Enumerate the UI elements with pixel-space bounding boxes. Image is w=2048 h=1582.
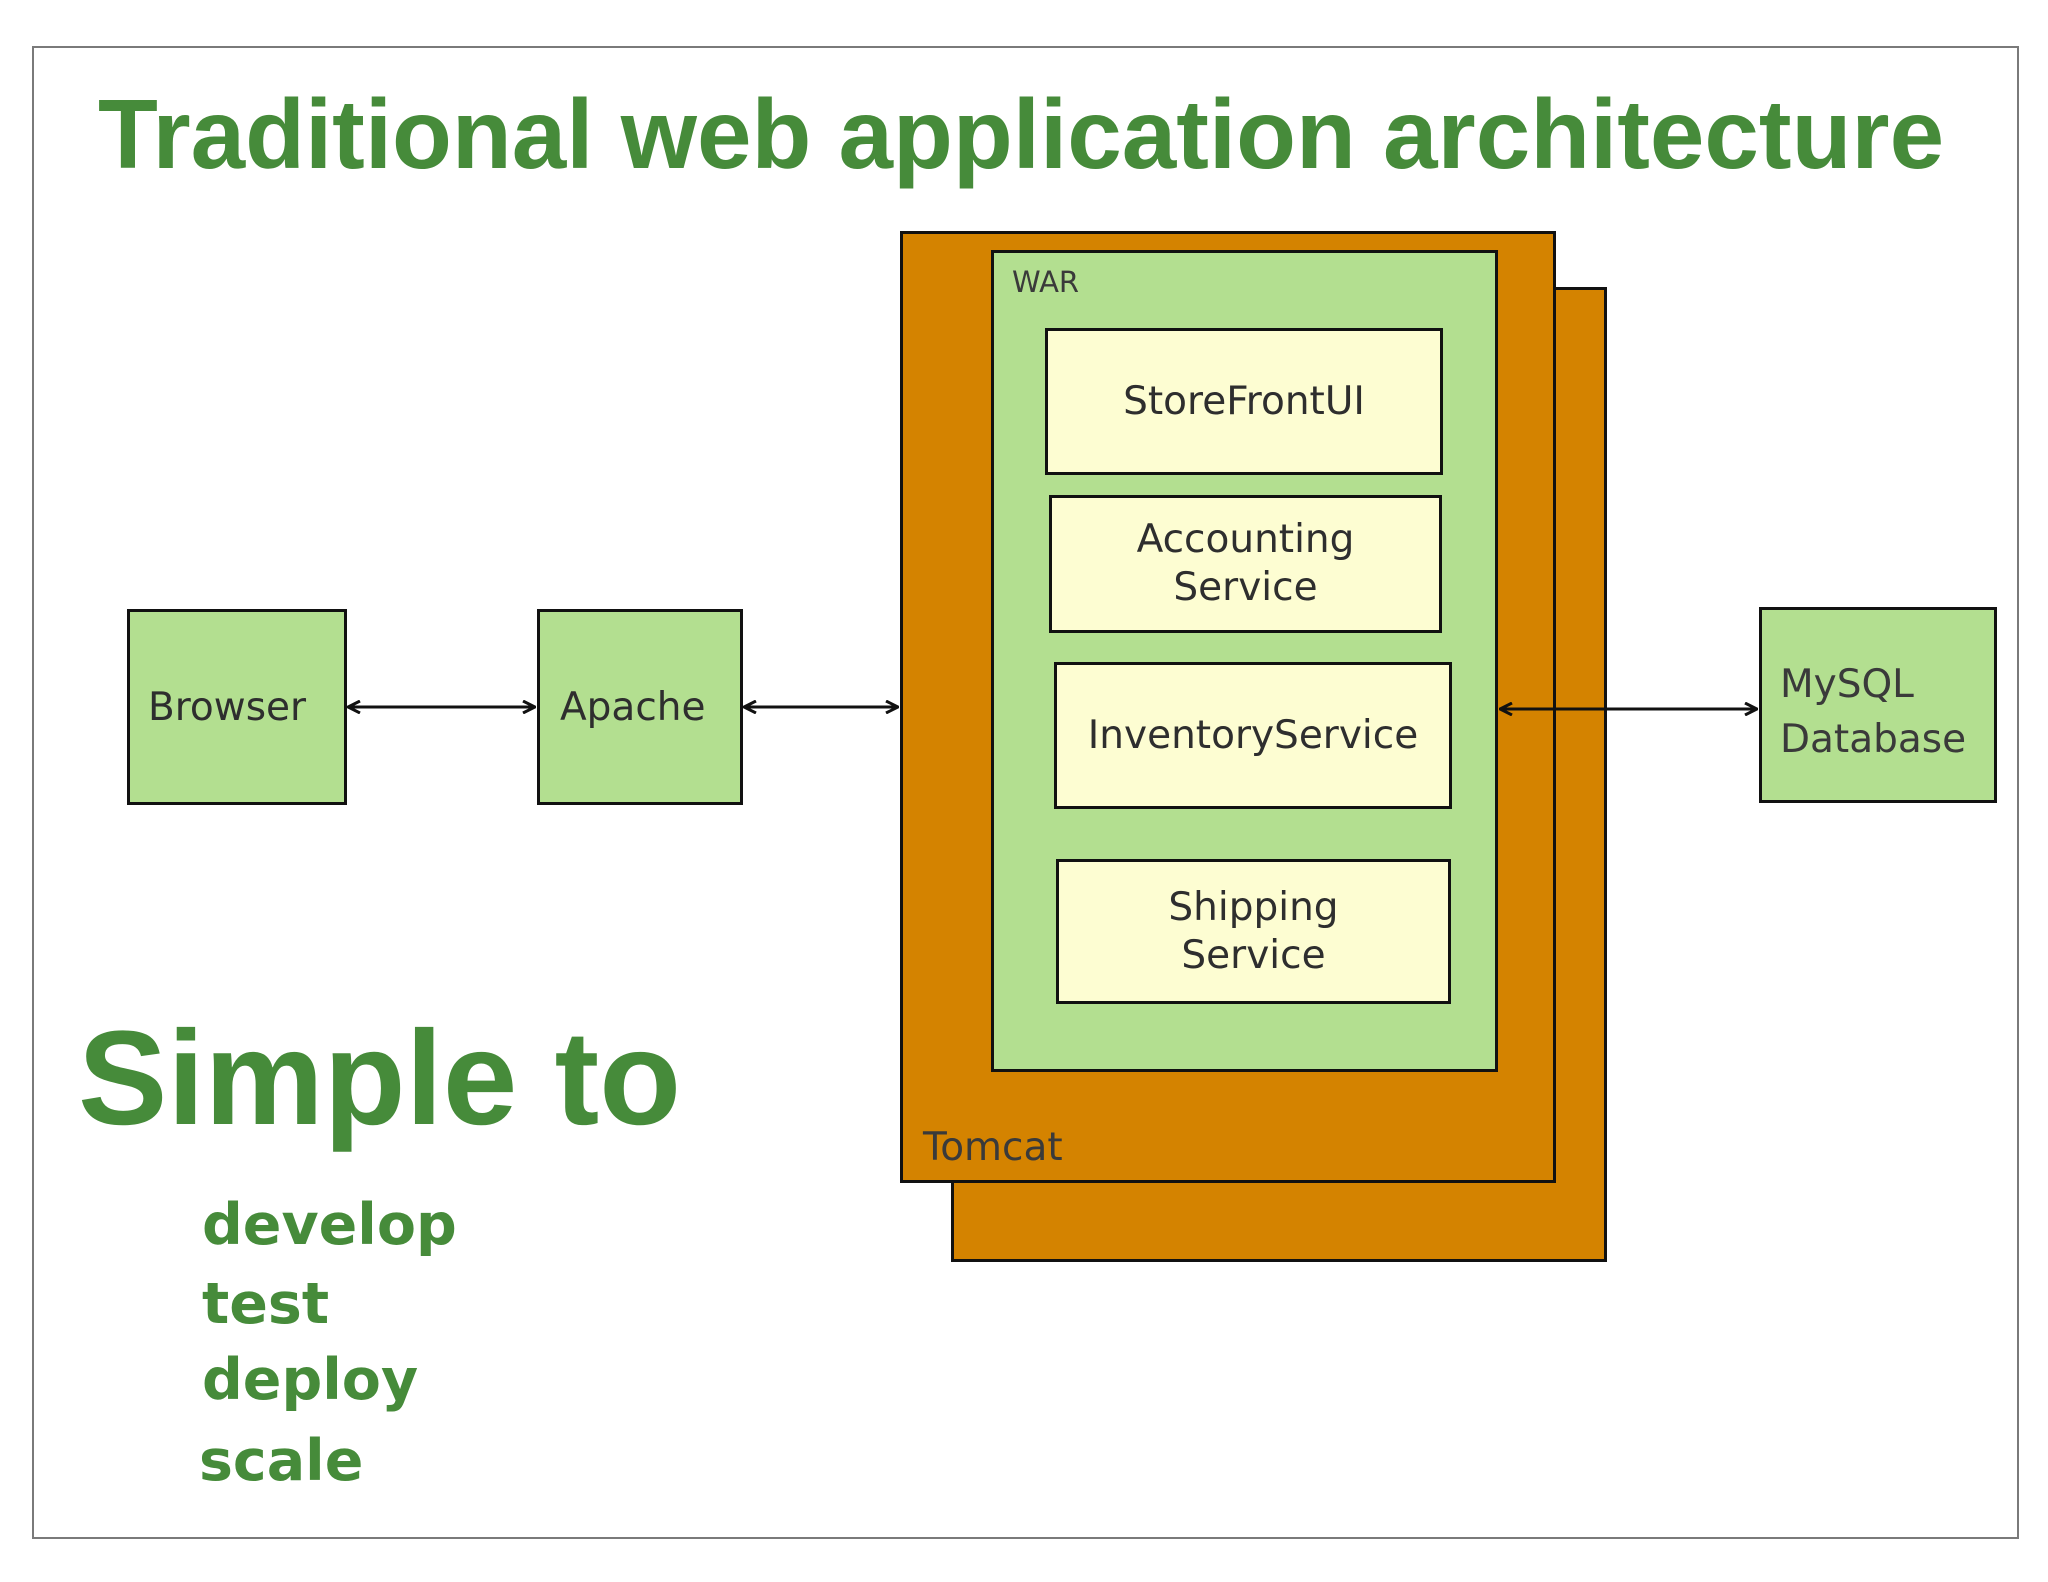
shipping-service-label: Shipping Service [1059, 862, 1448, 1001]
mysql-database-node: MySQL Database [1759, 607, 1997, 803]
inventory-service: InventoryService [1054, 662, 1452, 809]
slide-frame [32, 46, 2019, 1539]
mysql-label-line-2: Database [1780, 716, 1967, 762]
storefront-ui-label: StoreFrontUI [1123, 378, 1365, 424]
accounting-service-label: Accounting Service [1052, 498, 1439, 630]
browser-node: Browser [127, 609, 347, 805]
benefit-test: test [202, 1271, 330, 1337]
shipping-service: Shipping Service [1056, 859, 1451, 1004]
war-label: WAR [1012, 265, 1080, 299]
inventory-service-label: InventoryService [1087, 712, 1419, 758]
benefit-deploy: deploy [202, 1347, 419, 1413]
apache-label: Apache [560, 684, 706, 730]
shipping-service-line-2: Service [1181, 932, 1326, 978]
storefront-ui-service: StoreFrontUI [1045, 328, 1443, 475]
apache-node: Apache [537, 609, 743, 805]
benefit-scale: scale [199, 1428, 364, 1494]
mysql-label-line-1: MySQL [1780, 662, 1914, 707]
mysql-database-label: MySQL Database [1780, 658, 1966, 767]
accounting-service: Accounting Service [1049, 495, 1442, 633]
benefit-develop: develop [202, 1192, 457, 1258]
tomcat-label: Tomcat [923, 1125, 1063, 1170]
shipping-service-line-1: Shipping [1168, 884, 1339, 930]
browser-label: Browser [148, 684, 307, 730]
accounting-service-line-1: Accounting [1136, 517, 1355, 563]
slide-title: Traditional web application architecture [98, 79, 1945, 189]
simple-to-heading: Simple to [78, 1004, 682, 1153]
accounting-service-line-2: Service [1173, 565, 1318, 610]
